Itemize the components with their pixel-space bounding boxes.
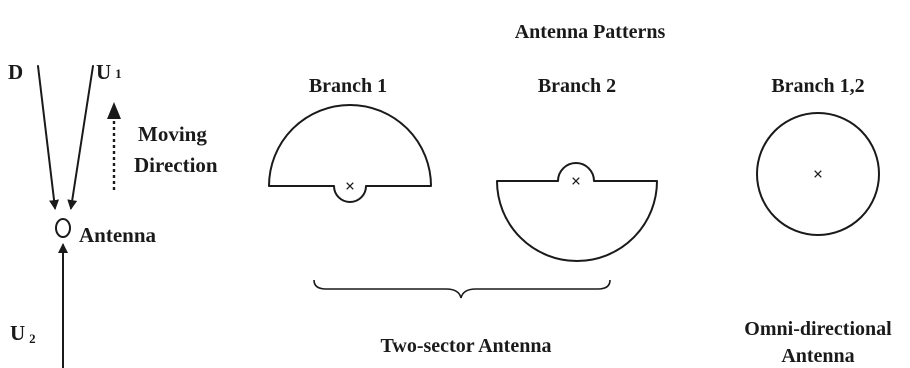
branch1-pattern-shape	[268, 104, 432, 203]
signal-u1-arrow	[67, 65, 94, 210]
branch2-center-mark: ×	[571, 171, 581, 191]
branch12-label: Branch 1,2	[771, 75, 864, 97]
moving-direction-line1: Moving	[138, 122, 207, 146]
moving-direction-line2: Direction	[134, 153, 218, 177]
branch1-label: Branch 1	[309, 75, 387, 97]
omni-label-line1: Omni-directional	[744, 318, 892, 340]
two-sector-brace	[313, 279, 611, 299]
diagram-title: Antenna Patterns	[515, 21, 666, 43]
signal-d-arrow	[37, 65, 60, 210]
omni-pattern-circle	[756, 112, 880, 236]
branch2-label: Branch 2	[538, 75, 616, 97]
antenna-label: Antenna	[79, 223, 157, 247]
two-sector-label: Two-sector Antenna	[381, 335, 552, 357]
branch1-center-mark: ×	[345, 176, 355, 196]
omni-label-line2: Antenna	[781, 345, 854, 367]
antenna-element-icon	[55, 218, 71, 238]
signal-d-label: D	[8, 60, 23, 84]
moving-direction-arrowhead-icon	[107, 102, 121, 119]
branch2-pattern-shape	[496, 162, 658, 262]
omni-center-mark: ×	[813, 164, 823, 184]
